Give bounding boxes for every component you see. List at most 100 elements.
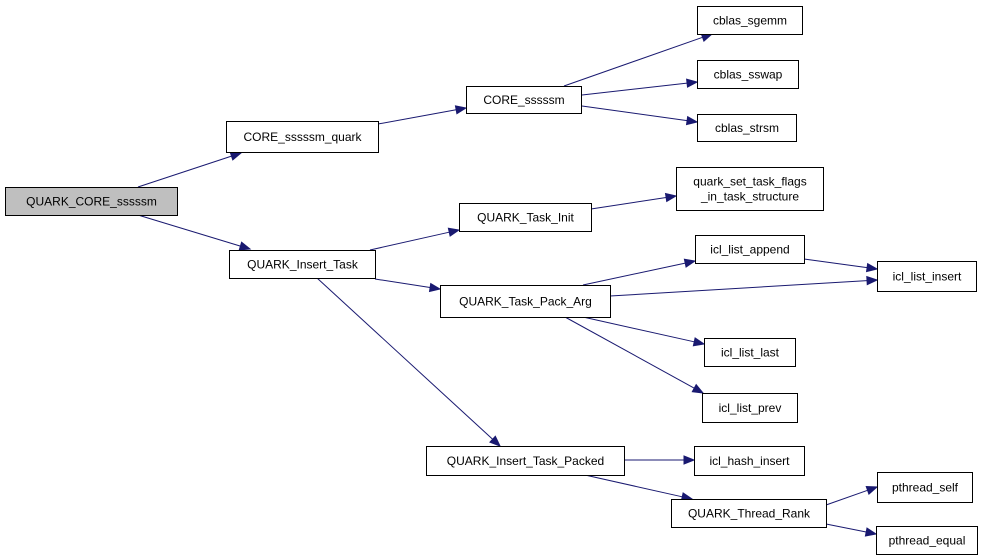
edge-line: [582, 316, 695, 343]
edge-line: [581, 105, 688, 122]
edge-quark-core-sssssm-to-quark-insert-task: [137, 214, 252, 251]
arrowhead: [864, 527, 878, 537]
node-box[interactable]: [5, 187, 178, 216]
node-icl-list-append[interactable]: icl_list_append: [695, 235, 805, 264]
edge-icl-list-append-to-icl-list-insert: [803, 258, 879, 273]
arrowhead: [866, 275, 879, 286]
node-box[interactable]: [226, 121, 379, 153]
edge-quark-insert-task-to-quark-task-pack-arg: [374, 278, 442, 293]
node-cblas-sgemm[interactable]: cblas_sgemm: [697, 6, 803, 35]
node-box[interactable]: [229, 250, 376, 279]
edges-layer: [137, 33, 879, 537]
arrowhead: [683, 455, 696, 465]
node-icl-list-insert[interactable]: icl_list_insert: [877, 261, 977, 292]
edge-core-sssssm-to-cblas-sgemm: [563, 33, 714, 87]
node-box[interactable]: [704, 338, 796, 367]
node-box[interactable]: [877, 472, 973, 503]
edge-line: [563, 36, 703, 87]
node-label: QUARK_Thread_Rank: [688, 507, 811, 521]
node-box[interactable]: [466, 86, 582, 114]
edge-quark-insert-task-to-quark-insert-task-packed: [316, 277, 501, 447]
arrowhead: [447, 227, 461, 237]
node-label: pthread_self: [892, 481, 959, 495]
node-label: QUARK_Task_Init: [477, 211, 574, 225]
arrowhead: [454, 105, 468, 115]
node-box[interactable]: [877, 261, 977, 292]
node-label: QUARK_Insert_Task_Packed: [447, 454, 604, 468]
node-box[interactable]: [876, 526, 978, 555]
node-box[interactable]: [426, 446, 625, 476]
edge-line: [590, 197, 667, 210]
node-box[interactable]: [671, 499, 827, 528]
node-quark-set-task-flags[interactable]: quark_set_task_flags_in_task_structure: [676, 167, 824, 211]
node-label: _in_task_structure: [700, 190, 799, 204]
edge-quark-task-pack-arg-to-icl-list-insert: [609, 275, 879, 297]
node-core-sssssm-quark[interactable]: CORE_sssssm_quark: [226, 121, 379, 153]
node-label: QUARK_Task_Pack_Arg: [459, 295, 592, 309]
node-label: cblas_strsm: [715, 121, 779, 135]
node-icl-list-prev[interactable]: icl_list_prev: [702, 393, 798, 423]
node-cblas-strsm[interactable]: cblas_strsm: [697, 114, 797, 142]
node-core-sssssm[interactable]: CORE_sssssm: [466, 86, 582, 114]
edge-core-sssssm-to-cblas-strsm: [581, 105, 699, 126]
node-box[interactable]: [459, 203, 592, 232]
arrowhead: [229, 151, 243, 161]
node-icl-list-last[interactable]: icl_list_last: [704, 338, 796, 367]
node-label: icl_list_last: [721, 346, 780, 360]
edge-line: [137, 214, 241, 247]
arrowhead: [865, 486, 879, 495]
node-label: icl_list_prev: [719, 401, 782, 415]
edge-line: [369, 231, 450, 251]
node-box[interactable]: [440, 285, 611, 318]
arrowhead: [683, 258, 697, 268]
edge-quark-task-init-to-quark-set-task-flags: [590, 192, 678, 210]
node-pthread-equal[interactable]: pthread_equal: [876, 526, 978, 555]
arrowhead: [686, 78, 699, 88]
node-pthread-self[interactable]: pthread_self: [877, 472, 973, 503]
edge-line: [374, 278, 431, 288]
node-label: CORE_sssssm: [483, 93, 564, 107]
node-label: icl_list_insert: [893, 270, 962, 284]
node-quark-task-init[interactable]: QUARK_Task_Init: [459, 203, 592, 232]
edge-quark-task-pack-arg-to-icl-list-append: [582, 258, 697, 286]
node-quark-insert-task[interactable]: QUARK_Insert_Task: [229, 250, 376, 279]
edge-quark-task-pack-arg-to-icl-list-prev: [564, 316, 705, 394]
node-label: icl_hash_insert: [709, 454, 790, 468]
edge-line: [609, 280, 868, 297]
edge-line: [316, 277, 493, 440]
node-label: CORE_sssssm_quark: [243, 130, 362, 144]
node-label: pthread_equal: [889, 534, 966, 548]
node-quark-thread-rank[interactable]: QUARK_Thread_Rank: [671, 499, 827, 528]
edge-line: [582, 262, 686, 286]
edge-quark-insert-task-packed-to-icl-hash-insert: [624, 455, 696, 465]
edge-quark-thread-rank-to-pthread-self: [825, 486, 879, 506]
edge-core-sssssm-to-cblas-sswap: [581, 78, 699, 96]
node-label: quark_set_task_flags: [693, 175, 806, 189]
node-quark-insert-task-packed[interactable]: QUARK_Insert_Task_Packed: [426, 446, 625, 476]
node-label: icl_list_append: [710, 243, 789, 257]
node-label: QUARK_Insert_Task: [247, 258, 359, 272]
node-icl-hash-insert[interactable]: icl_hash_insert: [694, 446, 805, 476]
arrowhead: [489, 435, 501, 447]
arrowhead: [428, 282, 442, 293]
edge-quark-core-sssssm-to-core-sssssm-quark: [137, 151, 243, 188]
node-box[interactable]: [695, 235, 805, 264]
node-box[interactable]: [694, 446, 805, 476]
node-quark-task-pack-arg[interactable]: QUARK_Task_Pack_Arg: [440, 285, 611, 318]
nodes-layer: QUARK_CORE_sssssm CORE_sssssm_quark CORE_s…: [5, 6, 978, 555]
arrowhead: [865, 262, 879, 273]
edge-quark-task-pack-arg-to-icl-list-last: [582, 316, 706, 347]
node-box[interactable]: [697, 6, 803, 35]
edge-quark-thread-rank-to-pthread-equal: [825, 523, 878, 537]
edge-line: [581, 82, 688, 96]
node-box[interactable]: [697, 60, 799, 89]
node-box[interactable]: [676, 167, 824, 211]
node-box[interactable]: [702, 393, 798, 423]
arrowhead: [664, 192, 678, 203]
edge-line: [584, 474, 683, 498]
node-cblas-sswap[interactable]: cblas_sswap: [697, 60, 799, 89]
node-quark-core-sssssm[interactable]: QUARK_CORE_sssssm: [5, 187, 178, 216]
edge-line: [377, 109, 457, 125]
node-box[interactable]: [697, 114, 797, 142]
